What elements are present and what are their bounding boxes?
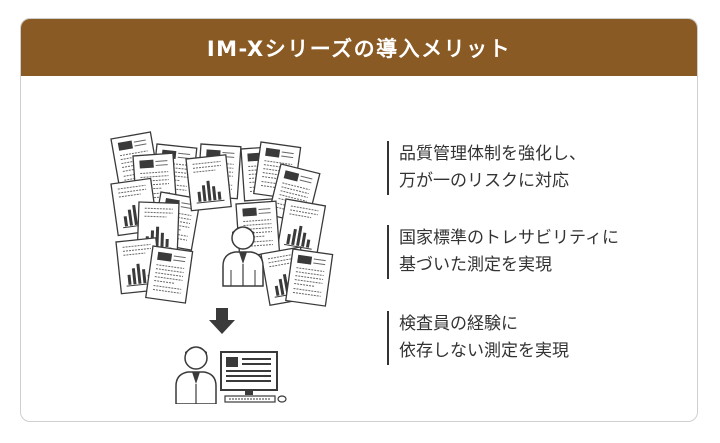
document-icon <box>145 245 194 304</box>
illustration <box>81 104 341 405</box>
benefit-item: 検査員の経験に 依存しない測定を実現 <box>387 311 569 365</box>
document-icon <box>285 248 334 307</box>
benefit-line: 品質管理体制を強化し、 <box>399 144 586 164</box>
document-icon <box>185 154 232 212</box>
benefit-item: 国家標準のトレサビリティに 基づいた測定を実現 <box>387 225 619 279</box>
card-header: IM-Xシリーズの導入メリット <box>21 19 697 76</box>
benefit-line: 依存しない測定を実現 <box>399 341 569 361</box>
card-title: IM-Xシリーズの導入メリット <box>206 36 512 61</box>
benefit-line: 基づいた測定を実現 <box>399 255 552 275</box>
person-icon <box>175 346 217 405</box>
document-pile <box>110 131 334 307</box>
benefit-line: 検査員の経験に <box>399 314 518 334</box>
computer-icon <box>220 351 287 403</box>
arrow-down-icon <box>209 308 235 334</box>
benefit-line: 国家標準のトレサビリティに <box>399 228 619 248</box>
illustration-svg <box>110 131 334 405</box>
benefits-card: IM-Xシリーズの導入メリット <box>20 18 698 422</box>
person-icon <box>222 226 264 287</box>
benefit-line: 万が一のリスクに対応 <box>399 171 569 191</box>
benefit-item: 品質管理体制を強化し、 万が一のリスクに対応 <box>387 141 586 195</box>
